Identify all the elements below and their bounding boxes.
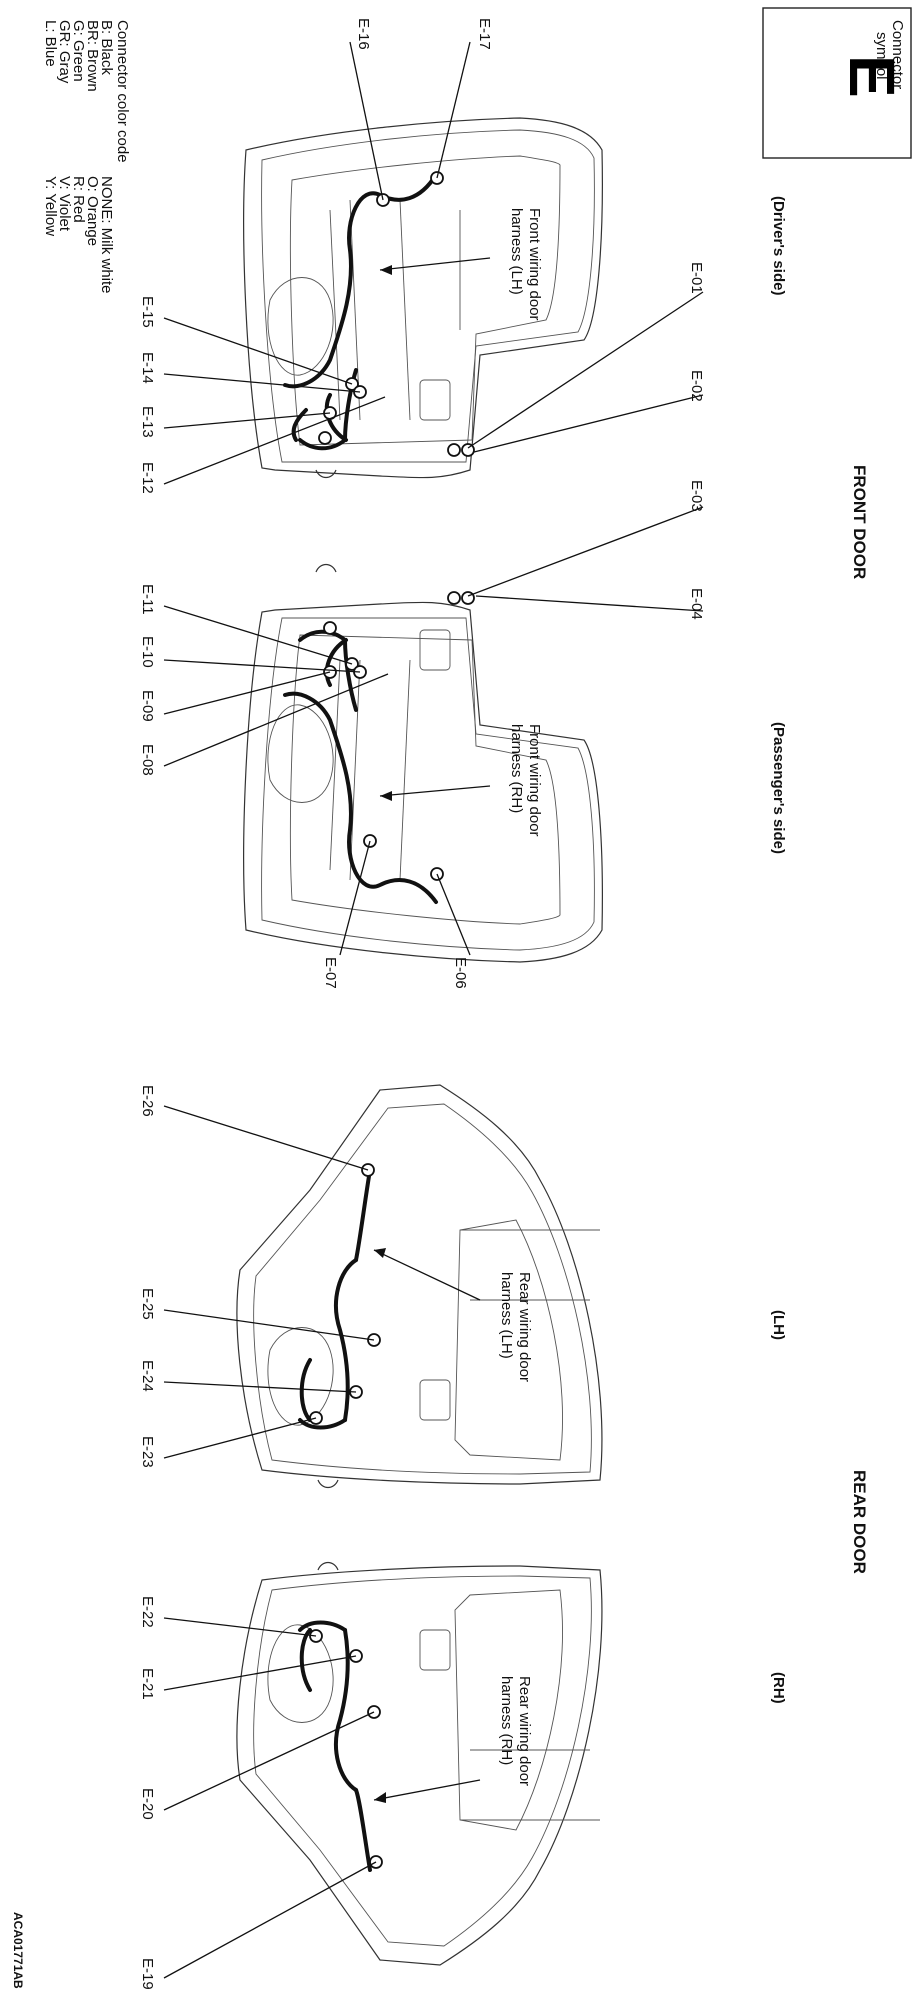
callout-e12: E-12 [139, 462, 156, 494]
callout-e22: E-22 [139, 1596, 156, 1628]
driver-side-label: (Driver's side) [770, 196, 787, 295]
callout-e03: E-03 [688, 480, 705, 512]
leader-lines [163, 41, 704, 1979]
color-g: G: Green [70, 20, 87, 82]
callout-e06: E-06 [452, 957, 469, 989]
color-code-legend: Connector color code B: Black BR: Brown … [42, 20, 131, 294]
front-lh-harness-label-1: Front wiring door [526, 208, 543, 321]
passenger-side-label: (Passenger's side) [770, 722, 787, 854]
figure-id: ACA01771AB [11, 1912, 25, 1989]
connector-symbol-title-2: symbol [873, 32, 890, 80]
color-y: Y: Yellow [42, 176, 59, 236]
connector-symbol-box: Connector symbol E [762, 7, 912, 159]
rear-door-lh-drawing [236, 1084, 603, 1489]
front-lh-harness-label-2: harness (LH) [508, 208, 525, 295]
rear-lh-label: (LH) [770, 1310, 787, 1340]
callout-e14: E-14 [139, 352, 156, 384]
callout-e26: E-26 [139, 1085, 156, 1117]
callout-e21: E-21 [139, 1668, 156, 1700]
callout-e16: E-16 [355, 18, 372, 50]
callout-e13: E-13 [139, 406, 156, 438]
callout-e02: E-02 [688, 370, 705, 402]
callout-e19: E-19 [139, 1958, 156, 1990]
color-none: NONE: Milk white [98, 176, 115, 294]
color-v: V: Violet [56, 176, 73, 232]
rear-lh-harness-label-2: harness (LH) [498, 1272, 515, 1359]
callout-e23: E-23 [139, 1436, 156, 1468]
connector-symbol-title-1: Connector [889, 20, 906, 89]
callout-e04: E-04 [688, 588, 705, 620]
front-rh-harness-label-1: Front wiring door [526, 724, 543, 837]
color-b: B: Black [98, 20, 115, 76]
color-code-title: Connector color code [114, 20, 131, 163]
callout-e10: E-10 [139, 636, 156, 668]
callout-e15: E-15 [139, 296, 156, 328]
color-o: O: Orange [84, 176, 101, 246]
callout-e01: E-01 [688, 262, 705, 294]
callout-e07: E-07 [322, 957, 339, 989]
color-gr: GR: Gray [56, 20, 73, 84]
front-door-lh-drawing [243, 117, 603, 479]
callout-e09: E-09 [139, 690, 156, 722]
callout-e17: E-17 [476, 18, 493, 50]
connector-callouts: E-01 E-02 E-03 E-04 E-06 E-07 E-08 E-09 … [139, 18, 705, 1990]
callout-e08: E-08 [139, 744, 156, 776]
front-rh-harness-label-2: harness (RH) [508, 724, 525, 813]
rear-rh-harness-label-2: harness (RH) [498, 1676, 515, 1765]
rear-rh-harness-label-1: Rear wiring door [516, 1676, 533, 1786]
rear-door-rh-drawing [236, 1561, 603, 1966]
front-door-title: FRONT DOOR [850, 465, 869, 579]
callout-e20: E-20 [139, 1788, 156, 1820]
callout-e11: E-11 [139, 584, 156, 615]
front-door-rh-drawing [243, 563, 603, 963]
callout-e24: E-24 [139, 1360, 156, 1392]
color-r: R: Red [70, 176, 87, 223]
callout-e25: E-25 [139, 1288, 156, 1320]
connector-symbol-letter: E [836, 55, 908, 98]
rear-rh-label: (RH) [770, 1672, 787, 1704]
color-br: BR: Brown [84, 20, 101, 92]
color-l: L: Blue [42, 20, 59, 67]
rear-lh-harness-label-1: Rear wiring door [516, 1272, 533, 1382]
rear-door-title: REAR DOOR [850, 1470, 869, 1574]
